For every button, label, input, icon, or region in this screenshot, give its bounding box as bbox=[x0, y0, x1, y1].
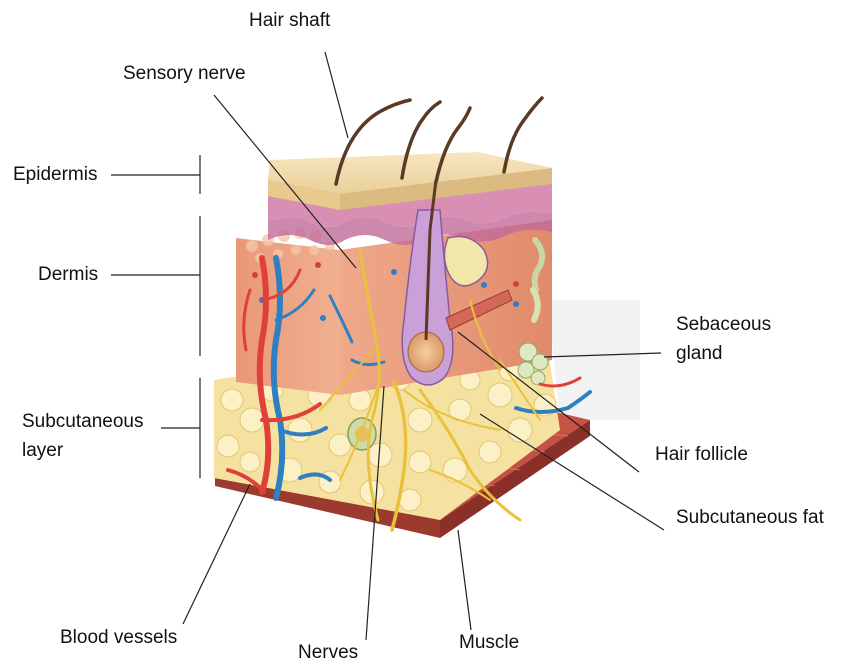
label-sensory-nerve: Sensory nerve bbox=[123, 61, 246, 87]
label-nerves: Nerves bbox=[298, 640, 358, 666]
label-sebaceous-gland-line1: Sebaceous bbox=[676, 310, 771, 339]
label-hair-shaft: Hair shaft bbox=[249, 8, 330, 34]
drop-shadow bbox=[548, 300, 640, 420]
label-subcutaneous-layer-line2: layer bbox=[22, 436, 144, 465]
label-subcutaneous-layer: Subcutaneous layer bbox=[22, 407, 144, 465]
label-hair-follicle: Hair follicle bbox=[655, 442, 748, 468]
label-subcutaneous-fat: Subcutaneous fat bbox=[676, 505, 824, 531]
label-blood-vessels: Blood vessels bbox=[60, 625, 177, 651]
label-sebaceous-gland: Sebaceous gland bbox=[676, 310, 771, 368]
epidermis-layer bbox=[268, 152, 552, 245]
label-epidermis: Epidermis bbox=[13, 162, 97, 188]
label-subcutaneous-layer-line1: Subcutaneous bbox=[22, 407, 144, 436]
label-dermis: Dermis bbox=[38, 262, 98, 288]
label-sebaceous-gland-line2: gland bbox=[676, 339, 771, 368]
label-muscle: Muscle bbox=[459, 630, 519, 656]
